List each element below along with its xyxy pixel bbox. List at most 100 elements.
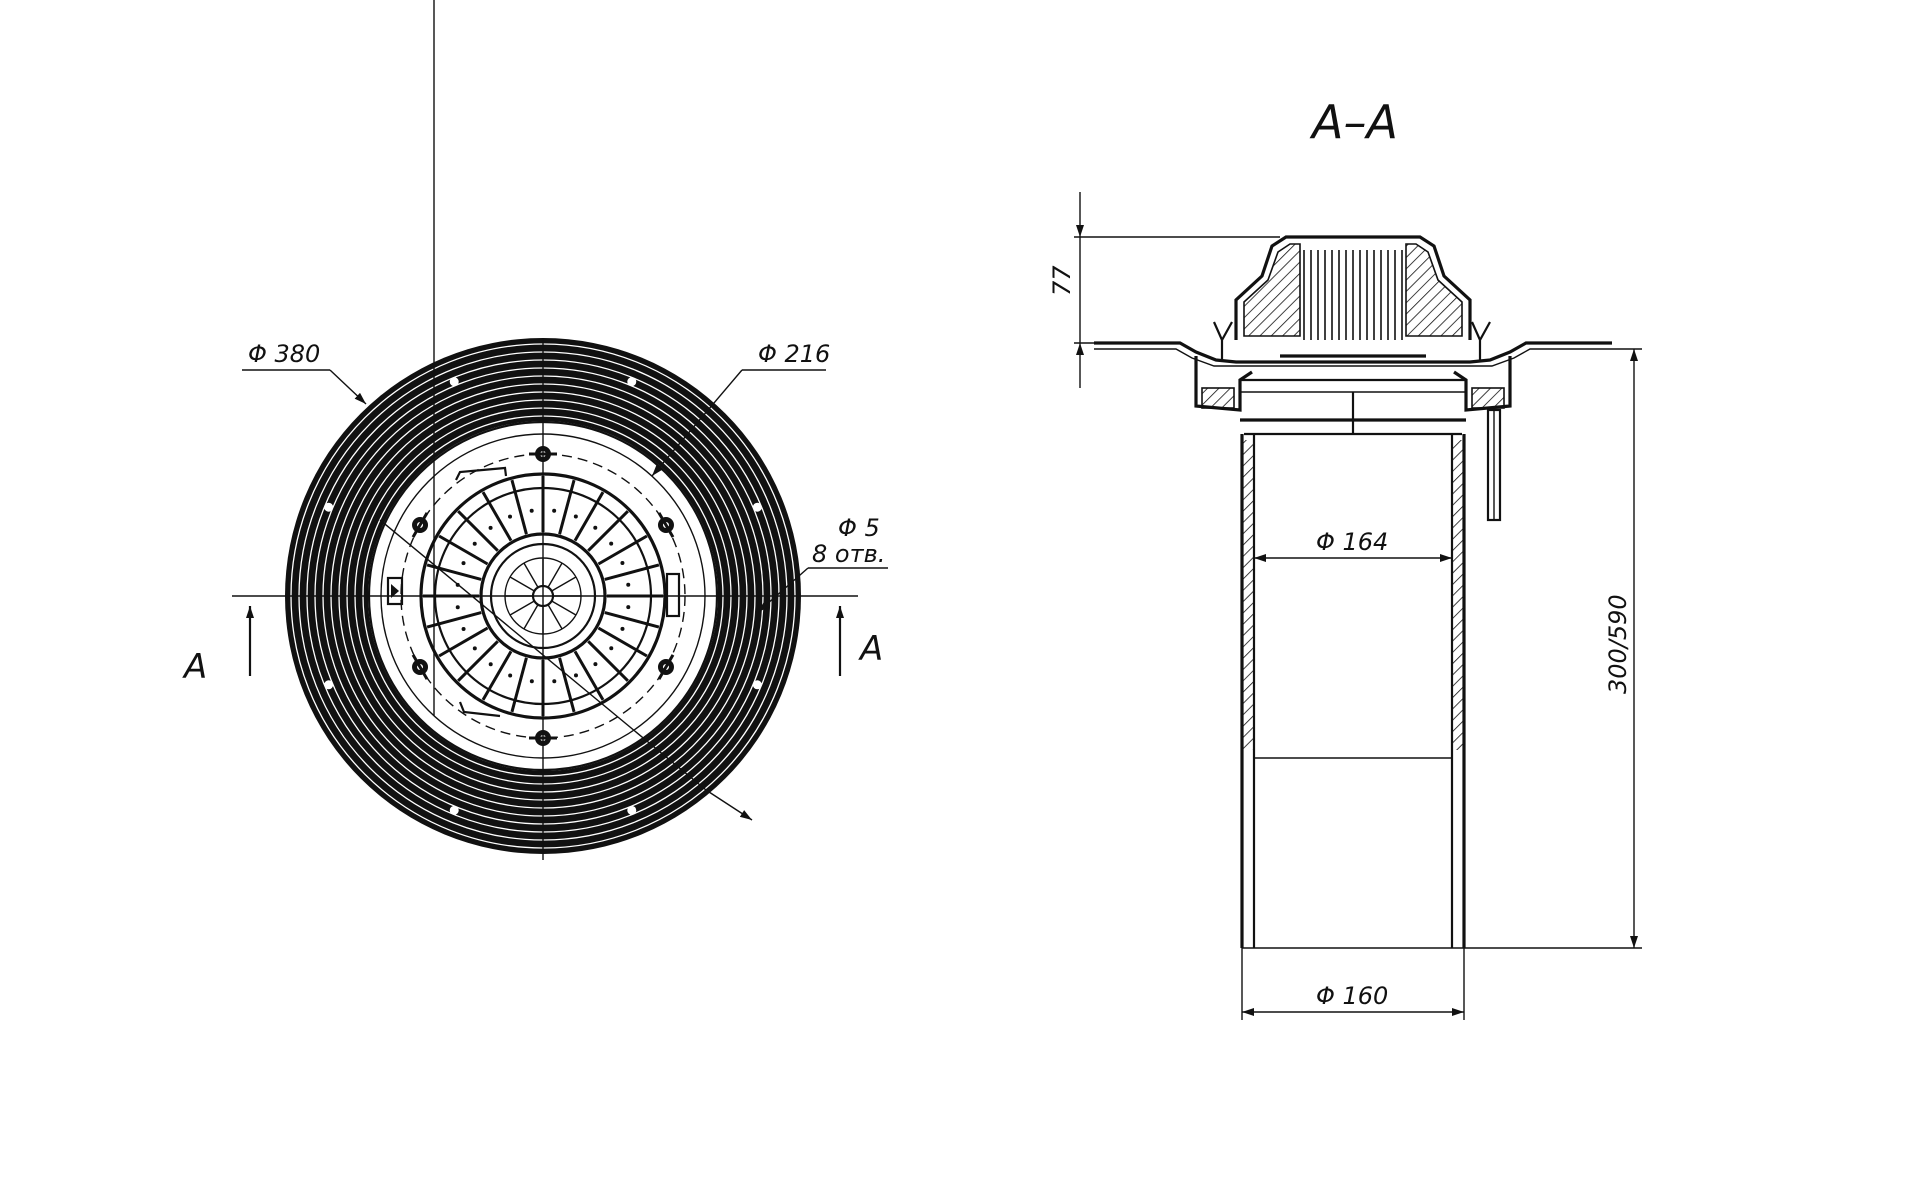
- hub-spoke: [509, 600, 535, 616]
- flange-hole: [449, 805, 459, 815]
- clip-top: [455, 466, 508, 481]
- dome-cap-outer: [1234, 235, 1472, 340]
- dim-hole-leader: [757, 567, 809, 613]
- dim-inner-label: Φ 216: [758, 340, 830, 368]
- clamp-bolts: [411, 446, 675, 746]
- grate-rib: [510, 657, 528, 713]
- flange-hole: [752, 502, 762, 512]
- grate-rib-dot: [472, 541, 477, 546]
- clamp-block-left: [1201, 387, 1235, 409]
- grate-rib: [573, 491, 605, 542]
- grate-rib: [457, 640, 499, 682]
- grate-rib-dot: [573, 673, 578, 678]
- membrane-flange: [1094, 341, 1612, 364]
- hub-spoke: [547, 562, 563, 588]
- grate-rib: [604, 563, 660, 581]
- dim-160-label: Φ 160: [1316, 982, 1388, 1010]
- grate-rib-dot: [472, 646, 477, 651]
- grate-rib-dot: [609, 541, 614, 546]
- grate-rib: [587, 510, 629, 552]
- flange-hole: [627, 377, 637, 387]
- clip-left: [386, 576, 404, 606]
- grate-rib: [438, 534, 489, 566]
- bolt-wing: [657, 512, 675, 538]
- dim-164-label: Φ 164: [1316, 528, 1388, 556]
- grate-rib-dot: [488, 662, 493, 667]
- grate-rib-dot: [461, 561, 466, 566]
- grate-rib: [587, 640, 629, 682]
- grate-rib-dot: [455, 605, 460, 610]
- flange-hole: [449, 377, 459, 387]
- plan-view: A A Φ 380 Φ 216 Φ 5 8 отв.: [182, 0, 888, 860]
- grate-rib-dot: [461, 626, 466, 631]
- bolt-wing: [411, 512, 429, 538]
- grate-rib-dot: [620, 561, 625, 566]
- hub-spoke: [547, 604, 563, 630]
- grate-rib-dot: [508, 673, 513, 678]
- clip-right: [665, 572, 681, 618]
- pipe-wall-right-hatch: [1452, 440, 1464, 750]
- dim-outer-label: Φ 380: [248, 340, 320, 368]
- grate-rib: [558, 479, 576, 535]
- clip-bottom: [458, 701, 501, 718]
- grate-rib: [481, 650, 513, 701]
- dim-inner-ext: [705, 789, 753, 821]
- grate-rib: [510, 479, 528, 535]
- housing-left: [1194, 356, 1253, 412]
- grate-rib-dot: [593, 662, 598, 667]
- grate-rib-dot: [529, 679, 534, 684]
- dome-cap-hatch: [1243, 243, 1301, 337]
- flange-holes: [324, 377, 762, 815]
- grate-rib-dot: [529, 508, 534, 513]
- flange-hole: [752, 680, 762, 690]
- section-mark-right: A: [858, 629, 883, 669]
- grate-rib: [426, 611, 482, 629]
- grate-rib-dot: [620, 626, 625, 631]
- bolt-wing: [411, 654, 429, 680]
- grate-rib-dot: [626, 582, 631, 587]
- flange-hole: [324, 502, 334, 512]
- grate-rib: [457, 510, 499, 552]
- dome-fins: [1303, 250, 1403, 340]
- grate-rib: [573, 650, 605, 701]
- wing-nut-left: [1212, 321, 1233, 360]
- bolt-wing: [657, 654, 675, 680]
- hub-spoke: [509, 576, 535, 592]
- flange-hole: [627, 805, 637, 815]
- grate-rib: [558, 657, 576, 713]
- grate-rib-dot: [508, 514, 513, 519]
- wing-nut-right: [1470, 321, 1491, 360]
- housing-right: [1453, 356, 1512, 412]
- hub-spoke: [523, 562, 539, 588]
- dim-inner-leader-a: [651, 369, 743, 477]
- dim-length-label: 300/590: [1604, 594, 1632, 694]
- grate-rib-dot: [609, 646, 614, 651]
- hub-spoke: [551, 576, 577, 592]
- grate-rib-dot: [552, 508, 557, 513]
- dim-outer-leader: [329, 369, 367, 405]
- grate-rib: [481, 491, 513, 542]
- grate-rib: [604, 611, 660, 629]
- clamp-block-right: [1471, 387, 1505, 409]
- flange-hole: [324, 680, 334, 690]
- dim-77-label: 77: [1048, 265, 1076, 296]
- dome-cap-hatch-r: [1405, 243, 1463, 337]
- membrane-flange-under: [1094, 348, 1612, 367]
- hub-spoke: [523, 604, 539, 630]
- grate-rib-dot: [593, 525, 598, 530]
- section-view: A–A 77: [1048, 95, 1642, 1020]
- grate-rib-dot: [488, 525, 493, 530]
- grate-rib: [597, 626, 648, 658]
- hub-spoke: [551, 600, 577, 616]
- grate-rib-dot: [552, 679, 557, 684]
- section-title: A–A: [1309, 95, 1398, 149]
- dim-holes-note: 8 отв.: [812, 540, 885, 568]
- grate-rib-dot: [626, 605, 631, 610]
- dim-inner-diameter: [379, 519, 707, 791]
- grate-rib: [438, 626, 489, 658]
- dim-hole-label: Φ 5: [838, 514, 880, 542]
- section-mark-left: A: [182, 647, 207, 687]
- grate-rib: [597, 534, 648, 566]
- grate-rib-dot: [573, 514, 578, 519]
